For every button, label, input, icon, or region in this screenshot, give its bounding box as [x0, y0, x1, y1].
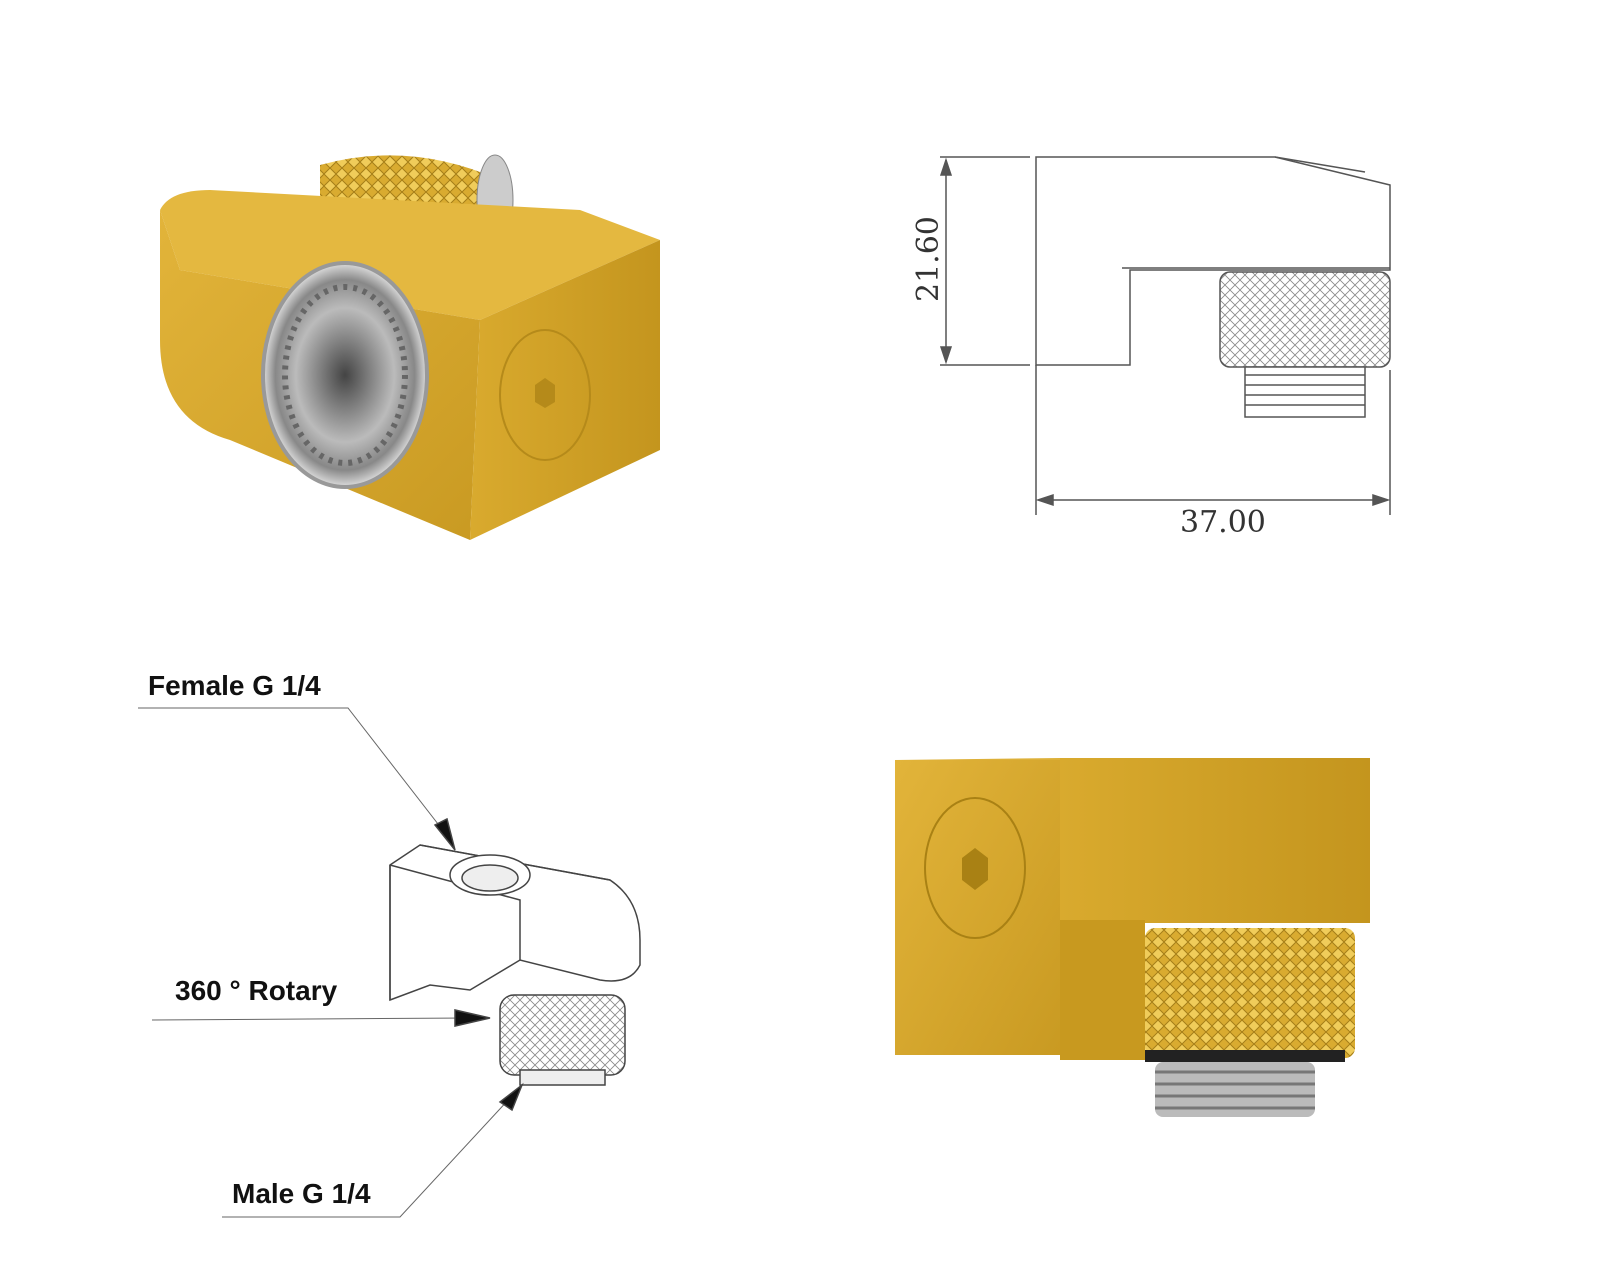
callout-male: Male G 1/4: [232, 1178, 371, 1209]
fitting-render-bottom: [895, 758, 1370, 1117]
fitting-render-top: [160, 154, 660, 540]
cap-screw-icon: [499, 329, 591, 461]
height-dimension: 21.60: [911, 216, 946, 302]
cap-screw-icon: [924, 797, 1026, 939]
line-drawing-callout: [138, 707, 641, 1218]
technical-drawing: [939, 156, 1391, 515]
callout-rotary: 360 ° Rotary: [175, 975, 338, 1006]
width-dimension: 37.00: [1180, 505, 1266, 540]
callout-female: Female G 1/4: [148, 670, 321, 701]
